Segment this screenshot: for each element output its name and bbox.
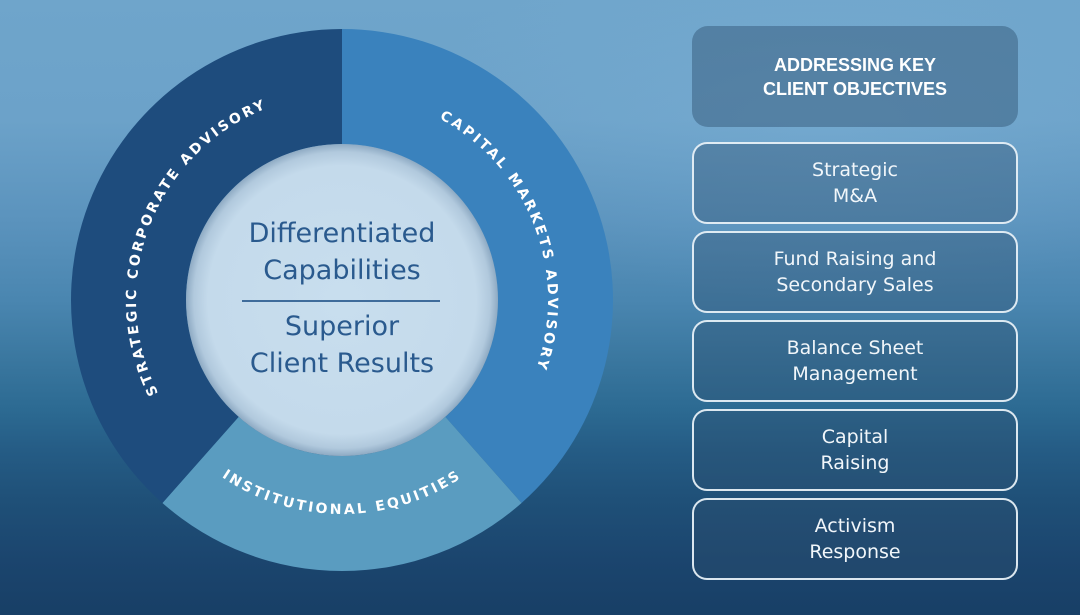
center-bottom-text: Superior Client Results: [200, 308, 484, 382]
objective-line: Fund Raising and: [773, 248, 937, 270]
objective-strategic-ma: Strategic M&A: [692, 142, 1018, 224]
segment-capital-markets-advisory: [342, 29, 613, 503]
objective-line: Balance Sheet: [786, 337, 924, 359]
center-top-text: Differentiated Capabilities: [200, 215, 484, 289]
segment-institutional-equities: [162, 416, 522, 571]
client-objectives-panel: ADDRESSING KEY CLIENT OBJECTIVES Strateg…: [692, 26, 1018, 587]
center-line: Client Results: [249, 348, 435, 379]
objective-line: Strategic: [812, 159, 898, 181]
objective-line: M&A: [832, 185, 878, 207]
objective-line: Capital: [821, 426, 889, 448]
center-line: Superior: [284, 311, 400, 342]
objectives-header: ADDRESSING KEY CLIENT OBJECTIVES: [692, 26, 1018, 127]
objective-line: Response: [809, 541, 901, 563]
objective-line: Management: [792, 363, 918, 385]
objective-line: Secondary Sales: [776, 274, 934, 296]
objective-balance-sheet: Balance Sheet Management: [692, 320, 1018, 402]
segment-strategic-corporate-advisory: [70, 29, 342, 503]
objective-line: Raising: [820, 452, 890, 474]
center-line: Capabilities: [263, 255, 421, 286]
objectives-header-line: CLIENT OBJECTIVES: [762, 78, 948, 99]
objectives-header-line: ADDRESSING KEY: [773, 54, 937, 75]
objective-activism-response: Activism Response: [692, 498, 1018, 580]
objective-capital-raising: Capital Raising: [692, 409, 1018, 491]
center-divider: [242, 300, 440, 302]
capabilities-wheel: CAPITAL MARKETS ADVISORY INSTITUTIONAL E…: [70, 29, 613, 571]
objective-fund-raising: Fund Raising and Secondary Sales: [692, 231, 1018, 313]
objective-line: Activism: [814, 515, 896, 537]
center-line: Differentiated: [248, 218, 436, 249]
